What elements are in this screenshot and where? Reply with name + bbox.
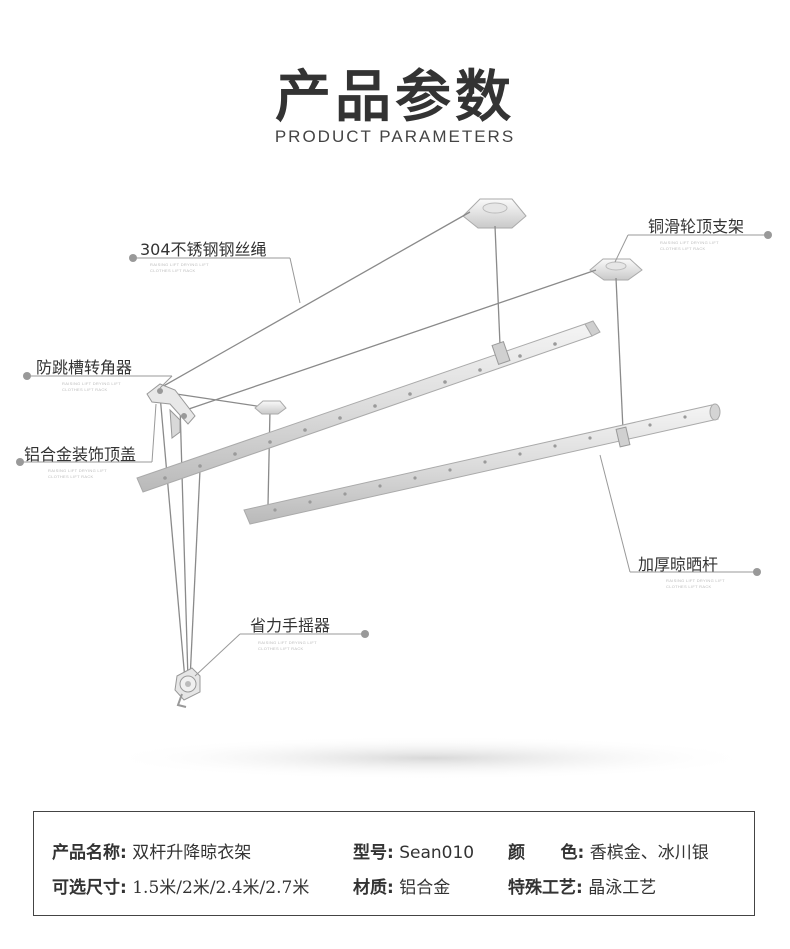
param-size-label: 可选尺寸:	[52, 878, 127, 898]
param-size: 可选尺寸: 1.5米/2米/2.4米/2.7米	[52, 873, 309, 898]
param-color-label: 颜 色:	[508, 843, 585, 863]
hand-crank	[174, 667, 201, 708]
ground-shadow	[100, 736, 760, 780]
param-size-value: 1.5米/2米/2.4米/2.7米	[132, 878, 310, 898]
parameter-table	[33, 811, 755, 916]
param-color-value: 香槟金、冰川银	[589, 843, 709, 863]
callout-crank: 省力手摇器	[250, 616, 331, 635]
back-drying-rod	[136, 320, 601, 493]
param-craft: 特殊工艺: 晶泳工艺	[508, 873, 656, 898]
param-model-label: 型号:	[353, 843, 394, 863]
param-craft-label: 特殊工艺:	[508, 878, 583, 898]
param-craft-value: 晶泳工艺	[588, 878, 657, 898]
param-name-value: 双杆升降晾衣架	[132, 843, 252, 863]
ceiling-mount-left	[462, 198, 527, 229]
param-material-label: 材质:	[353, 878, 394, 898]
callout-rod: 加厚晾晒杆	[638, 555, 719, 574]
page-subtitle: PRODUCT PARAMETERS	[274, 127, 516, 146]
param-material-value: 铝合金	[399, 878, 451, 898]
page-title: 产品参数	[275, 65, 515, 130]
callout-rope: 304不锈钢钢丝绳	[140, 240, 267, 259]
callout-dots	[16, 231, 772, 638]
callout-leaders	[20, 234, 768, 677]
ceiling-mount-right	[589, 258, 643, 281]
param-name: 产品名称: 双杆升降晾衣架	[52, 838, 251, 863]
param-model-value: Sean010	[399, 843, 475, 863]
param-material: 材质: 铝合金	[353, 873, 450, 898]
drying-rack-illustration	[16, 198, 772, 780]
param-name-label: 产品名称:	[52, 843, 127, 863]
callout-pulley: 铜滑轮顶支架	[648, 217, 745, 236]
small-junction	[254, 400, 287, 415]
callout-anti-jump: 防跳槽转角器	[36, 358, 133, 377]
callout-cover: 铝合金装饰顶盖	[24, 445, 137, 464]
steel-wires	[159, 211, 624, 681]
front-drying-rod	[243, 403, 721, 525]
param-color: 颜 色: 香槟金、冰川银	[508, 838, 709, 863]
param-model: 型号: Sean010	[353, 838, 474, 863]
